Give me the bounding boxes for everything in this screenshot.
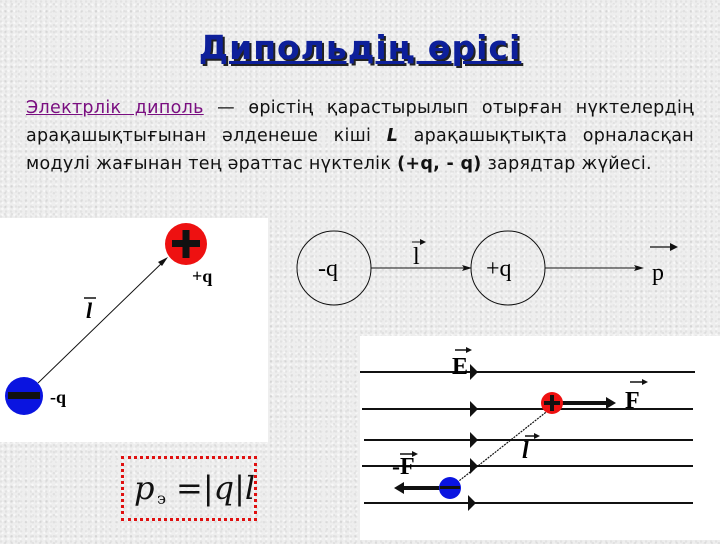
schematic-pos-label: +q [486, 256, 512, 282]
formula-rhs: =|q|l [176, 469, 256, 507]
force-F-label: F [625, 388, 640, 414]
field-positive-charge-icon [541, 392, 563, 414]
dipole-picture: +q -q l [0, 218, 268, 442]
vector-l-label: l [86, 298, 93, 323]
positive-charge-icon [165, 223, 207, 265]
formula-p: p [134, 469, 155, 507]
negative-charge-icon [5, 377, 43, 415]
dipole-moment-formula: p э =|q|l [121, 456, 257, 521]
schematic-neg-label: -q [318, 256, 338, 282]
formula-subscript: э [157, 489, 166, 508]
field-arrow-icons [468, 364, 478, 511]
schematic-p-label: p [652, 260, 664, 286]
schematic-l-label: l [413, 244, 420, 270]
field-negative-charge-icon [439, 477, 461, 499]
dipole-in-field: E F -F l [360, 336, 720, 540]
field-l-label: l [522, 438, 529, 464]
positive-label: +q [192, 266, 212, 286]
force-negF-label: -F [392, 454, 415, 480]
dipole-schematic: -q l +q p [296, 230, 678, 306]
negative-label: -q [50, 387, 66, 407]
slide-title: Дипольдің өрісі [198, 28, 522, 67]
term-link[interactable]: Электрлік диполь [26, 98, 204, 118]
definition-paragraph: Электрлік диполь — өрістің қарастырылып … [26, 98, 695, 174]
field-E-label: E [452, 354, 468, 380]
